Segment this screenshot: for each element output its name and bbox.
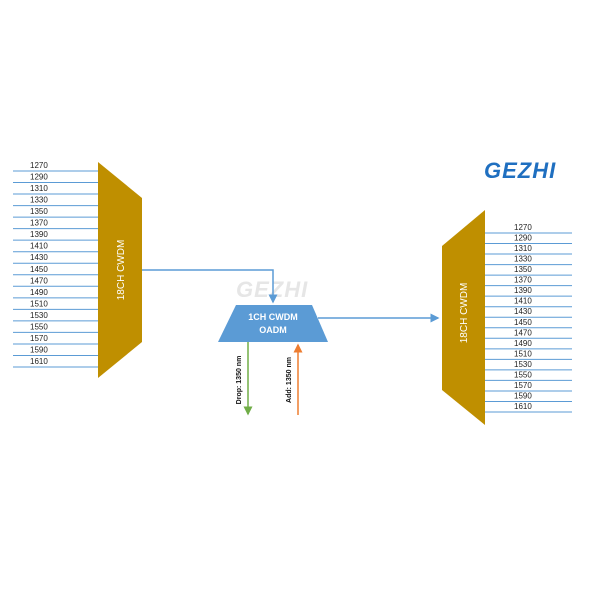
right-channel-label: 1590 [514, 391, 532, 400]
left-channel-label: 1390 [30, 230, 48, 239]
left-channel-label: 1470 [30, 276, 48, 285]
right-channel-label: 1290 [514, 234, 532, 243]
right-channel-label: 1270 [514, 223, 532, 232]
oadm-shape [218, 305, 328, 342]
left-channel-label: 1610 [30, 357, 48, 366]
left-channel-label: 1270 [30, 161, 48, 170]
add-port-label: Add: 1350 nm [286, 357, 293, 403]
right-channel-label: 1330 [514, 255, 532, 264]
left-mux-shape [98, 162, 142, 378]
right-channel-label: 1550 [514, 370, 532, 379]
left-channel-label: 1490 [30, 288, 48, 297]
right-channel-label: 1450 [514, 318, 532, 327]
right-channel-label: 1530 [514, 360, 532, 369]
right-channel-label: 1510 [514, 349, 532, 358]
left-channel-label: 1550 [30, 322, 48, 331]
right-channel-label: 1490 [514, 339, 532, 348]
right-channel-label: 1390 [514, 286, 532, 295]
left-channel-label: 1350 [30, 207, 48, 216]
drop-port-label: Drop: 1350 nm [236, 356, 243, 405]
left-channel-label: 1370 [30, 219, 48, 228]
left-channel-label: 1410 [30, 242, 48, 251]
right-channel-label: 1370 [514, 276, 532, 285]
right-channel-label: 1310 [514, 244, 532, 253]
left-channel-label: 1450 [30, 265, 48, 274]
left-channel-label: 1310 [30, 184, 48, 193]
gezhi-logo: GEZHI [484, 158, 556, 183]
right-channel-label: 1610 [514, 402, 532, 411]
left-channel-label: 1330 [30, 196, 48, 205]
left-channel-label: 1570 [30, 334, 48, 343]
left-mux-label: 18CH CWDM [116, 240, 127, 301]
left-channel-label: 1530 [30, 311, 48, 320]
left-channel-label: 1590 [30, 345, 48, 354]
right-channel-label: 1410 [514, 297, 532, 306]
right-demux-label: 18CH CWDM [459, 283, 470, 344]
oadm-label-line2: OADM [259, 325, 287, 335]
gezhi-watermark: GEZHI [236, 277, 308, 302]
right-demux-shape [442, 210, 485, 425]
left-channel-list: 1270 1290 1310 1330 1350 1370 1390 1410 1430 1450… [13, 161, 98, 368]
oadm-label-line1: 1CH CWDM [248, 312, 298, 322]
right-channel-label: 1350 [514, 265, 532, 274]
right-channel-label: 1430 [514, 307, 532, 316]
left-channel-label: 1430 [30, 253, 48, 262]
right-channel-label: 1570 [514, 381, 532, 390]
right-channel-label: 1470 [514, 328, 532, 337]
left-channel-label: 1510 [30, 299, 48, 308]
left-channel-label: 1290 [30, 173, 48, 182]
mux-to-oadm-line [142, 269, 278, 304]
